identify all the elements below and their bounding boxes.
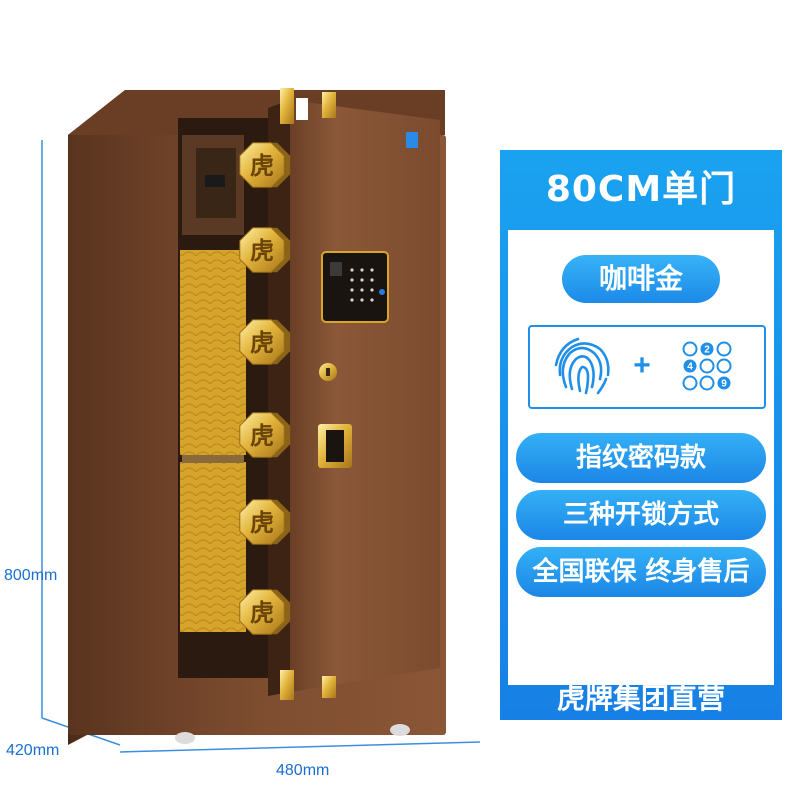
keypad-key [699,358,715,374]
lock-bolt [239,227,285,273]
color-badge: 咖啡金 [562,255,720,303]
model-title: 80CM单门 [545,169,737,210]
keypad-key [716,358,732,374]
feature-badge: 三种开锁方式 [516,490,766,540]
bolt-emblem: 虎 [250,152,274,180]
keypad-key [682,341,698,357]
keypad-key [682,375,698,391]
fingerprint-icon [554,337,610,395]
bolt-emblem: 虎 [250,329,274,357]
bolt-emblem: 虎 [250,509,274,537]
keypad-key [717,376,731,390]
width-dimension-label: 480mm [276,762,330,779]
keypad-key [683,359,697,373]
feature-badge: 指纹密码款 [516,433,766,483]
lock-bolt [239,142,285,188]
bolt-emblem: 虎 [250,422,274,450]
keypad-digit: 2 [704,345,710,356]
lock-bolt [239,499,285,545]
keypad-digit: 9 [721,379,727,390]
footer-line: 升级八角锁栓 [556,642,725,675]
feature-badge: 全国联保 终身售后 [516,547,766,597]
keypad-key [716,341,732,357]
keypad-icon: 24 9 [682,341,732,391]
height-dimension-label: 800mm [4,567,58,584]
depth-dimension-label: 420mm [6,742,60,759]
keypad-digit: 4 [687,362,693,373]
bolt-emblem: 虎 [250,237,274,265]
lock-bolt [239,319,285,365]
lock-bolt [239,589,285,635]
footer-line: 虎牌集团直营 [556,682,725,715]
lock-bolt [239,412,285,458]
keypad-key [699,375,715,391]
keypad-key [700,342,714,356]
plus-icon: + [633,349,651,382]
bolt-emblem: 虎 [250,599,274,627]
